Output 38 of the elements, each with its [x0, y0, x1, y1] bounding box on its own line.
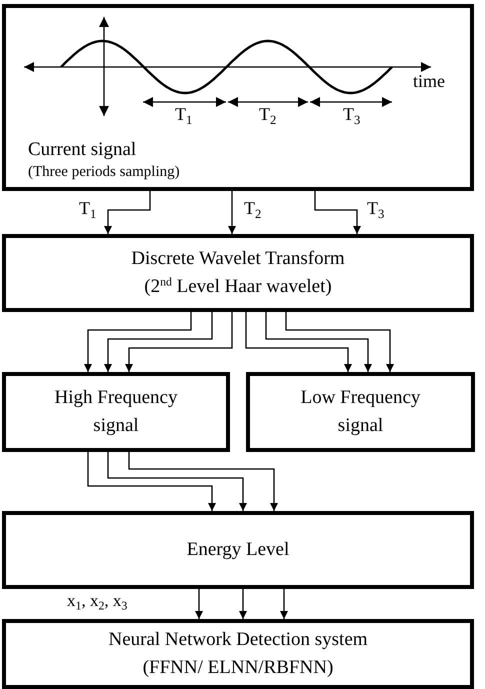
arrow [314, 191, 361, 234]
period-label: T$_{2}$ [259, 105, 276, 123]
process-box [2, 511, 474, 589]
arrow [285, 312, 394, 372]
process-title: Neural Network Detection system [108, 628, 368, 652]
arrow [87, 452, 216, 511]
axis-label: time [413, 72, 445, 90]
arrow [265, 312, 372, 372]
process-title: Current signal [28, 138, 136, 162]
arrow [195, 589, 203, 619]
process-title: High Frequency signal [54, 386, 178, 438]
process-subtitle: (2$^{nd}$ Level Haar wavelet) [144, 274, 332, 299]
arrow [104, 312, 213, 372]
process-title: Discrete Wavelet Transform [131, 247, 345, 271]
signal-panel [2, 4, 474, 191]
period-label: T$_{3}$ [343, 105, 360, 123]
edge-label: T$_{2}$ [244, 199, 262, 217]
process-title: Low Frequency signal [300, 386, 422, 438]
arrow [128, 452, 278, 511]
process-box [2, 234, 474, 312]
arrow [104, 191, 151, 234]
arrow [107, 452, 247, 511]
arrow [84, 312, 192, 372]
variable-label: x$_{1}$, x$_{2}$, x$_{3}$ [67, 592, 128, 609]
edge-label: T$_{1}$ [79, 199, 96, 217]
process-subtitle: (FFNN/ ELNN/RBFNN) [142, 656, 334, 680]
arrow [228, 191, 236, 234]
edge-label: T$_{3}$ [367, 199, 384, 217]
period-label: T$_{1}$ [175, 105, 192, 123]
process-subtitle: (Three periods sampling) [28, 163, 180, 182]
arrow [239, 589, 247, 619]
process-box [2, 372, 230, 452]
process-box [246, 372, 475, 452]
arrow [280, 589, 288, 619]
process-title: Energy Level [186, 538, 290, 562]
process-box [2, 619, 474, 689]
arrow [125, 312, 233, 372]
arrow [245, 312, 352, 372]
